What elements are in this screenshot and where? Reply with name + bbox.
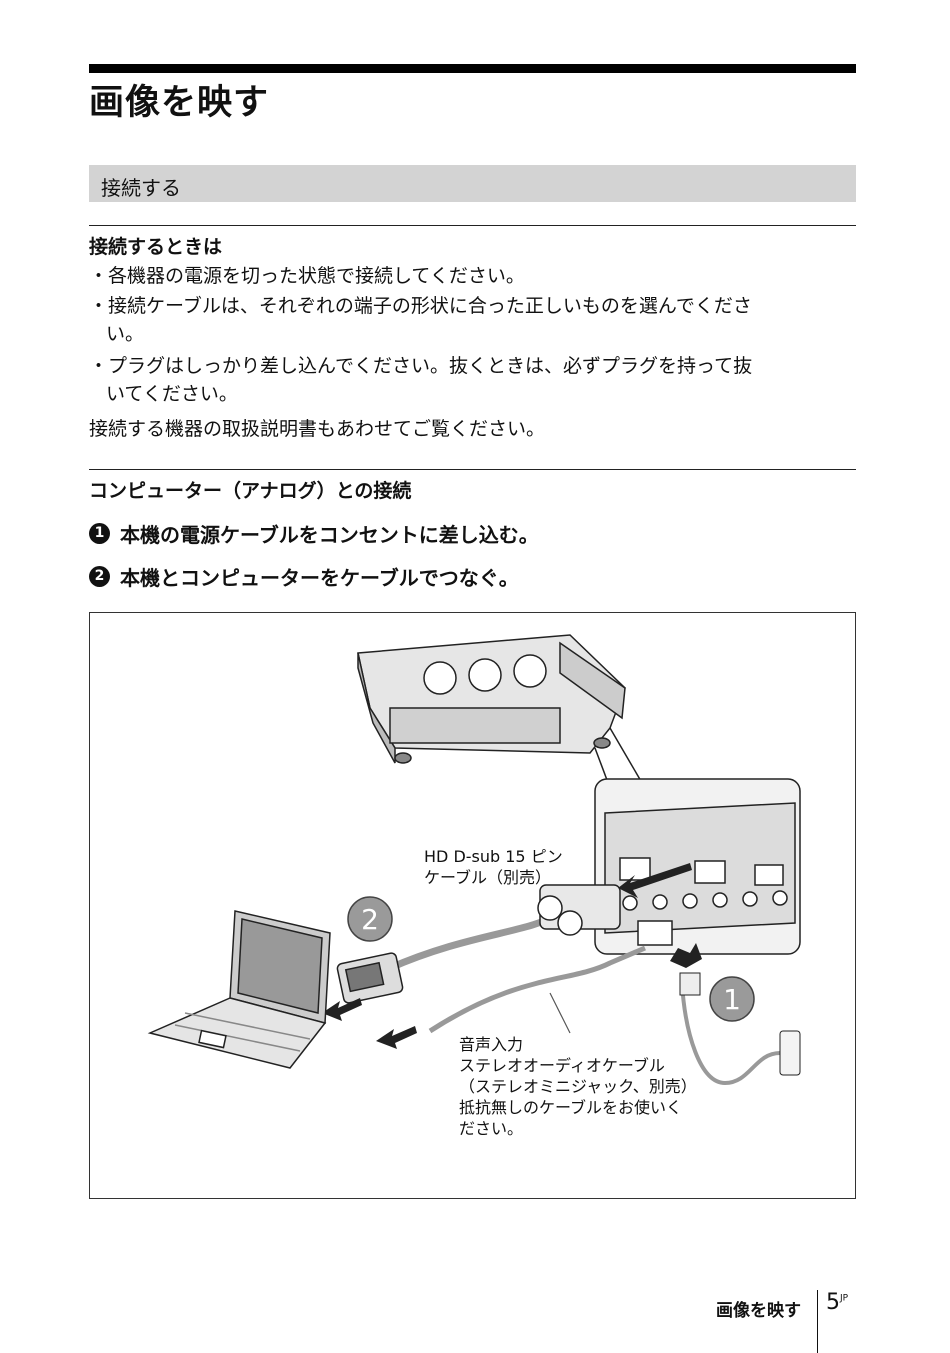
audio-callout: 音声入力 ステレオオーディオケーブル （ステレオミニジャック、別売） 抵抗無しの… bbox=[459, 1035, 697, 1138]
wall-outlet bbox=[779, 1030, 801, 1076]
subsection-heading: 接続するときは bbox=[89, 236, 223, 258]
connection-illustration: 2 1 bbox=[147, 634, 801, 1086]
step-number: 1 bbox=[89, 523, 110, 544]
direction-arrows bbox=[322, 863, 702, 1049]
step-text: 本機とコンピューターをケーブルでつなぐ。 bbox=[120, 566, 519, 590]
cable-callout: HD D-sub 15 ピン ケーブル（別売） bbox=[424, 847, 563, 887]
title-rule bbox=[89, 64, 856, 73]
page-number-value: 5 bbox=[826, 1290, 840, 1315]
section-header: 接続する bbox=[89, 165, 856, 202]
page-number-suffix: JP bbox=[840, 1293, 849, 1304]
marker-2: 2 bbox=[347, 896, 393, 942]
subsection-rule bbox=[89, 469, 856, 470]
footer-divider bbox=[817, 1290, 818, 1353]
projector-illustration bbox=[357, 634, 626, 764]
marker-1: 1 bbox=[709, 976, 755, 1022]
bullet-item: ・各機器の電源を切った状態で接続してください。 bbox=[89, 262, 525, 290]
section-title: 接続する bbox=[101, 176, 181, 200]
step-item: 1 本機の電源ケーブルをコンセントに差し込む。 bbox=[89, 519, 539, 548]
bullet-item: ・接続ケーブルは、それぞれの端子の形状に合った正しいものを選んでくださ い。 bbox=[89, 292, 752, 348]
marker-1-label: 1 bbox=[723, 983, 741, 1016]
page-title: 画像を映す bbox=[89, 83, 270, 123]
step-text: 本機の電源ケーブルをコンセントに差し込む。 bbox=[120, 523, 539, 547]
footer-section-label: 画像を映す bbox=[716, 1301, 801, 1321]
subsection-rule bbox=[89, 225, 856, 226]
bullet-text: ・プラグはしっかり差し込んでください。抜くときは、必ずプラグを持って抜 bbox=[89, 355, 753, 377]
step-item: 2 本機とコンピューターをケーブルでつなぐ。 bbox=[89, 562, 519, 591]
note-text: 接続する機器の取扱説明書もあわせてご覧ください。 bbox=[89, 418, 546, 440]
bullet-text: ・各機器の電源を切った状態で接続してください。 bbox=[89, 265, 525, 287]
power-plug bbox=[679, 972, 701, 996]
step-number: 2 bbox=[89, 566, 110, 587]
connector-panel bbox=[594, 778, 801, 955]
subsection-heading: コンピューター（アナログ）との接続 bbox=[89, 480, 412, 502]
bullet-text: ・接続ケーブルは、それぞれの端子の形状に合った正しいものを選んでくださ bbox=[89, 295, 752, 317]
audio-cable bbox=[428, 945, 646, 1034]
page-number: 5JP bbox=[826, 1290, 848, 1315]
bullet-item: ・プラグはしっかり差し込んでください。抜くときは、必ずプラグを持って抜 いてくだ… bbox=[89, 352, 752, 408]
vga-cable bbox=[336, 884, 621, 1004]
laptop-illustration bbox=[147, 910, 331, 1069]
marker-2-label: 2 bbox=[361, 903, 379, 936]
connection-diagram: 2 1 HD D-sub 15 ピン ケーブル（別売） 音声入力 ステレオオーデ… bbox=[89, 612, 856, 1199]
bullet-continuation: い。 bbox=[106, 323, 145, 345]
bullet-continuation: いてください。 bbox=[106, 383, 238, 405]
power-cable bbox=[680, 982, 781, 1086]
